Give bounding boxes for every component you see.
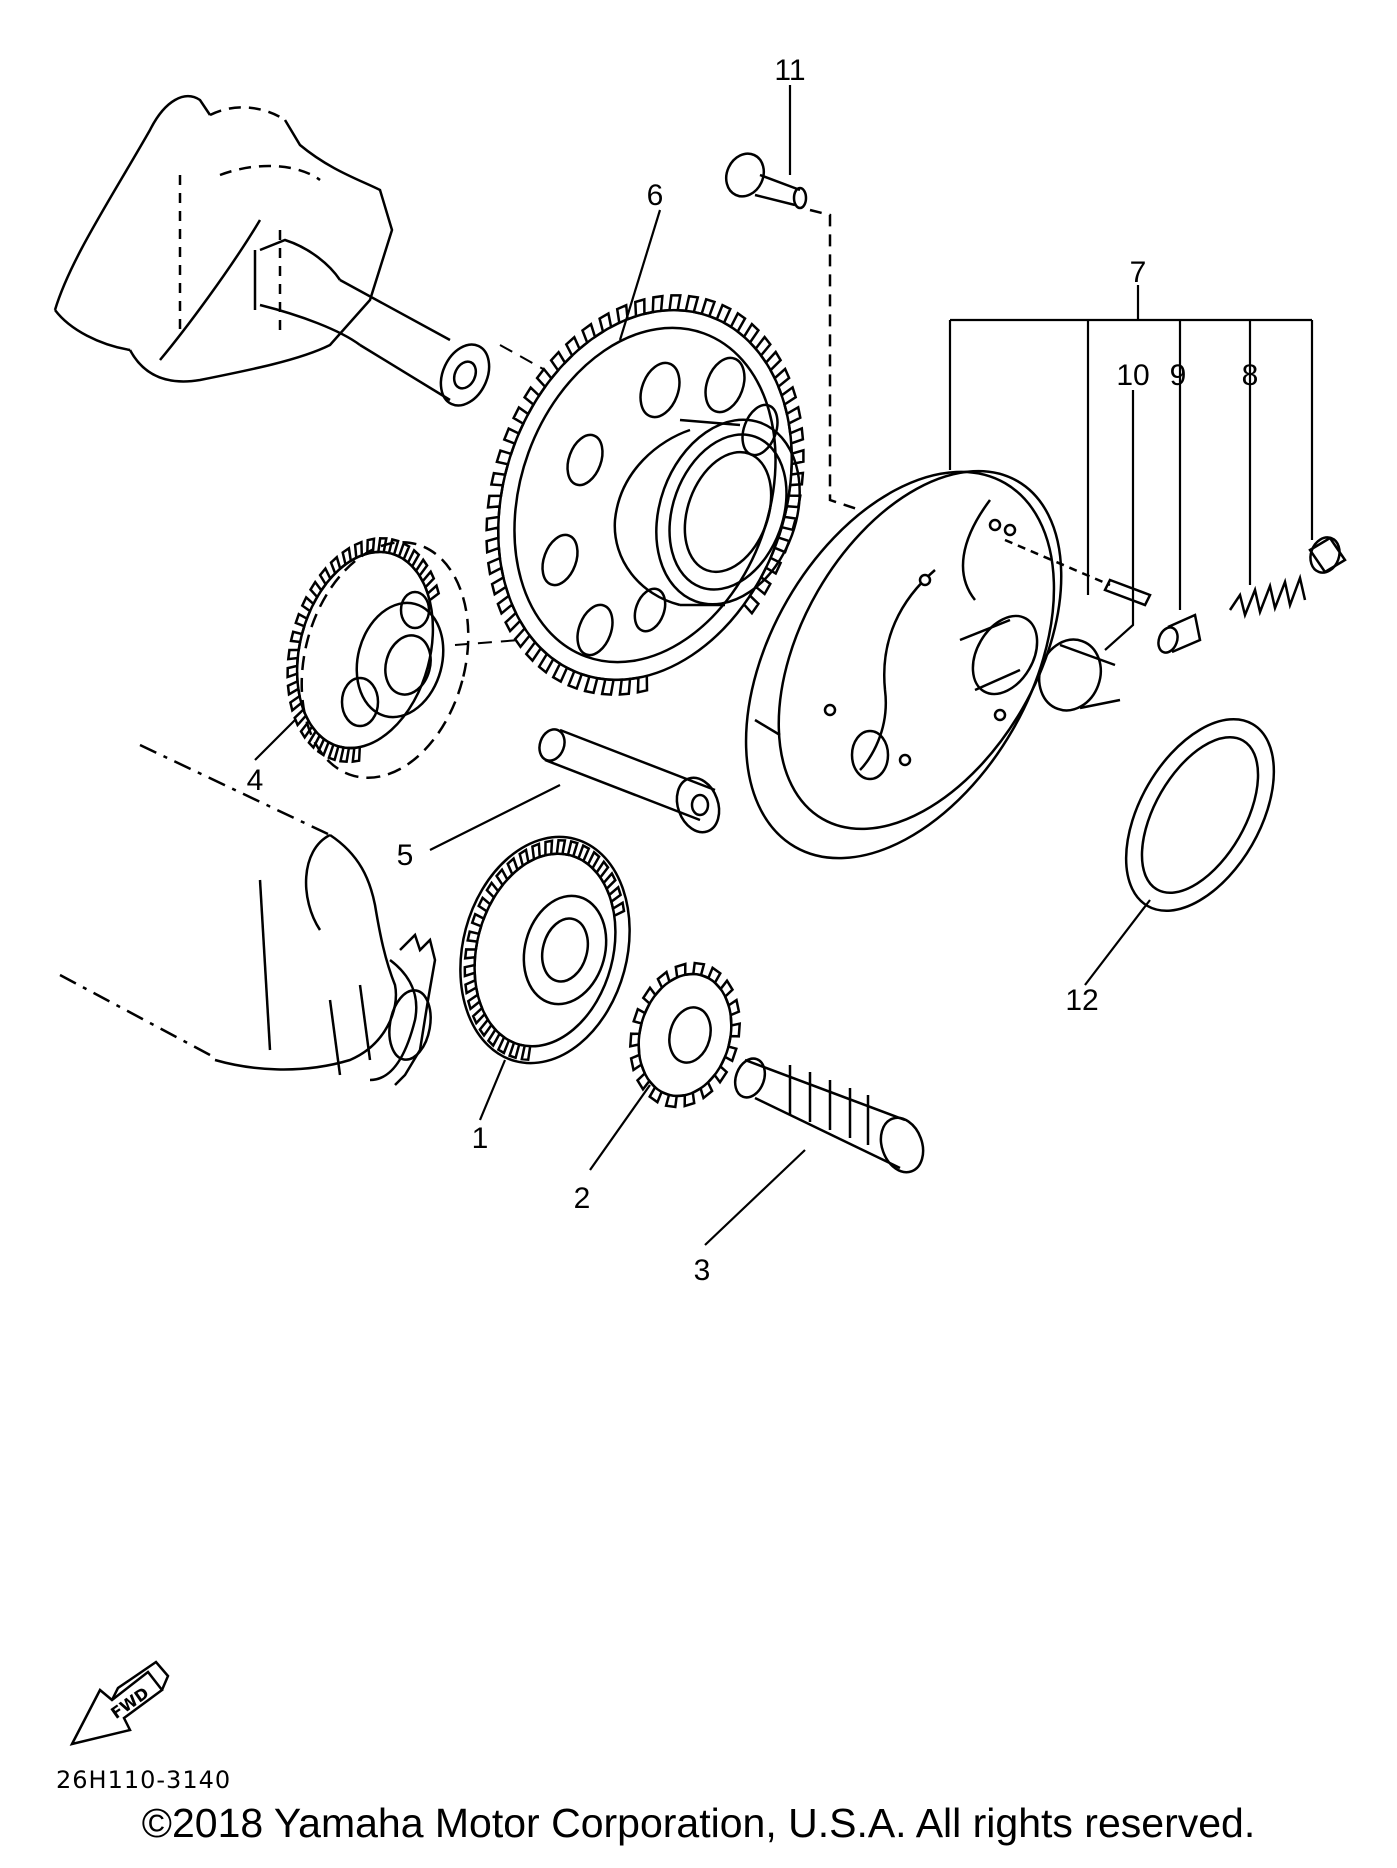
label-part-7: 7 bbox=[1130, 256, 1147, 289]
part-labels: 11 6 7 10 9 8 4 5 1 2 3 12 bbox=[247, 54, 1259, 1287]
label-part-11: 11 bbox=[774, 54, 805, 87]
label-part-3: 3 bbox=[694, 1254, 711, 1287]
gear-1 bbox=[459, 835, 631, 1065]
pin-10 bbox=[1004, 538, 1152, 607]
bolt-11 bbox=[724, 152, 861, 512]
label-part-12: 12 bbox=[1065, 984, 1098, 1017]
plunger-9 bbox=[1157, 613, 1202, 654]
label-part-4: 4 bbox=[247, 764, 264, 797]
washer-12 bbox=[1124, 717, 1276, 913]
roller-10 bbox=[1037, 638, 1121, 712]
label-part-10: 10 bbox=[1116, 359, 1149, 392]
alignment-lines bbox=[454, 344, 546, 646]
leader-lines bbox=[254, 85, 1314, 1246]
crankshaft-outline bbox=[53, 95, 491, 407]
fwd-arrow-icon: FWD bbox=[69, 1660, 170, 1746]
starter-motor-outline bbox=[59, 743, 437, 1086]
label-part-2: 2 bbox=[574, 1182, 591, 1215]
starter-gear-large bbox=[485, 294, 805, 696]
gear-teeth bbox=[628, 961, 742, 1109]
gear-teeth bbox=[286, 537, 441, 764]
label-part-9: 9 bbox=[1170, 359, 1187, 392]
starter-clutch-7 bbox=[744, 469, 1063, 860]
fwd-label: FWD bbox=[107, 1683, 152, 1723]
gear-teeth bbox=[463, 839, 626, 1062]
copyright-notice: ©2018 Yamaha Motor Corporation, U.S.A. A… bbox=[141, 1800, 1256, 1846]
idler-gear-4 bbox=[286, 537, 470, 779]
gear-2 bbox=[628, 961, 742, 1109]
shaft-3 bbox=[733, 1057, 925, 1174]
label-part-8: 8 bbox=[1242, 359, 1259, 392]
diagram-code: 26H110-3140 bbox=[56, 1766, 232, 1794]
label-part-6: 6 bbox=[647, 179, 664, 212]
label-part-1: 1 bbox=[472, 1122, 489, 1155]
gear-teeth bbox=[485, 294, 805, 696]
label-part-5: 5 bbox=[397, 839, 414, 872]
shaft-5 bbox=[538, 728, 721, 834]
spring-8 bbox=[1228, 573, 1307, 620]
cap-8 bbox=[1308, 536, 1347, 574]
